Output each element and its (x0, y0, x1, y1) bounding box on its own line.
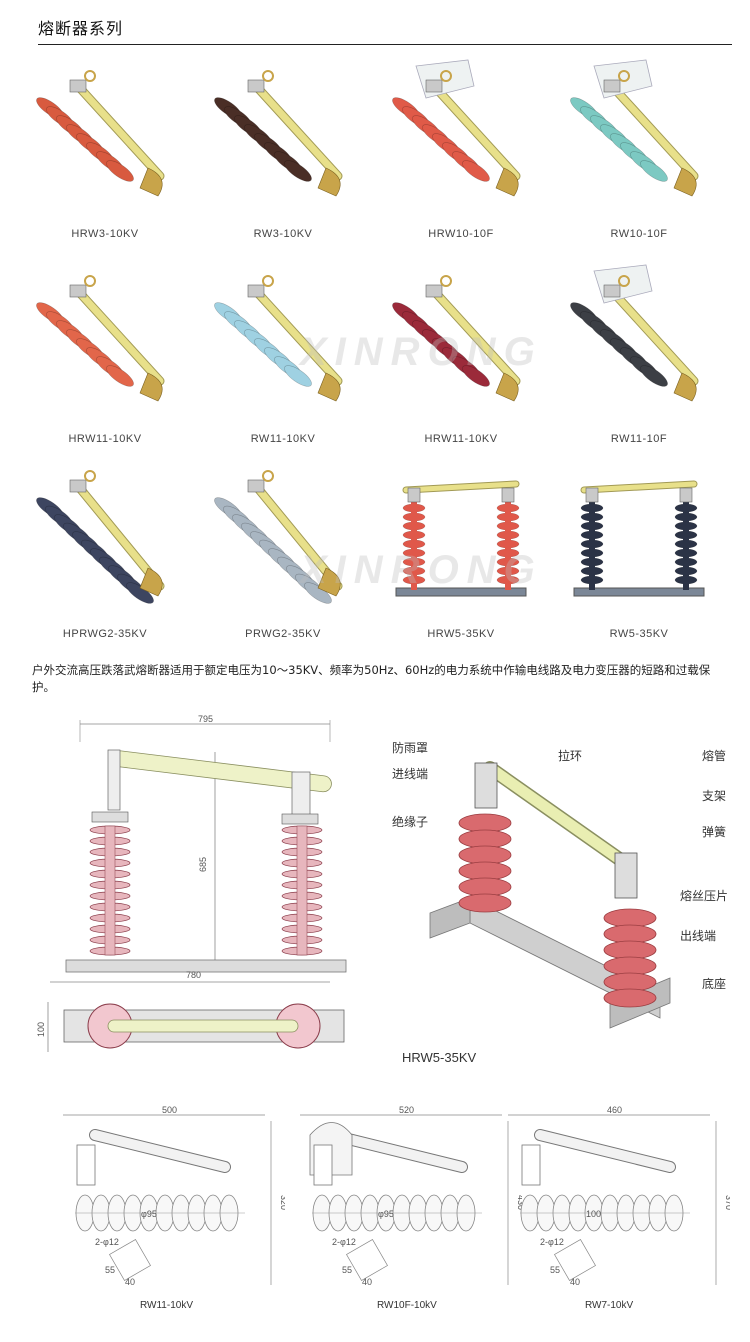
3d-insulator-right (603, 908, 657, 1008)
callout-label: 底座 (702, 976, 726, 991)
product-image (36, 275, 165, 402)
callout-label: 绝缘子 (392, 814, 428, 829)
watermark: XINRONG (300, 330, 543, 374)
product-image (214, 470, 343, 604)
page-title: 熔断器系列 (38, 19, 124, 38)
callout-label: 出线端 (680, 929, 716, 943)
dim-height: 370 (724, 1195, 730, 1210)
product-item[interactable]: RW11-10KV (198, 263, 368, 445)
drawing-model-label: RW7-10kV (585, 1300, 634, 1311)
page-header: 熔断器系列 (38, 18, 732, 45)
hrw5-dimension-drawing: 795 685 780 100 (36, 714, 347, 1052)
dim-spacing: 55 (550, 1265, 560, 1275)
dim-height: 430 (516, 1195, 522, 1210)
dim-spacing: 55 (342, 1265, 352, 1275)
product-label: HPRWG2-35KV (62, 628, 148, 640)
drawing-model-label: RW11-10kV (140, 1300, 193, 1311)
dim-spacing: 40 (125, 1277, 135, 1287)
product-label: RW3-10KV (253, 228, 313, 240)
dim-holes: 2-φ12 (332, 1237, 356, 1247)
dim-diameter: φ95 (141, 1209, 157, 1219)
product-label: HRW11-10KV (68, 433, 142, 445)
product-label: RW10-10F (610, 228, 668, 240)
insulator-right (281, 825, 323, 956)
dim-base: 780 (186, 970, 201, 980)
product-description: 户外交流高压跌落武熔断器适用于额定电压为10～35KV、频率为50Hz、60Hz… (32, 663, 711, 694)
callout-label: 进线端 (392, 767, 428, 781)
technical-drawing: 500 320 φ95 2-φ12 40 55 (63, 1105, 285, 1287)
dim-spacing: 40 (570, 1277, 580, 1287)
dim-holes: 2-φ12 (95, 1237, 119, 1247)
product-image (392, 59, 521, 197)
dim-height: 685 (198, 857, 208, 872)
product-item[interactable]: HRW11-10KV (376, 263, 546, 445)
product-label: HRW10-10F (428, 228, 494, 240)
product-image (214, 70, 343, 197)
product-item[interactable]: HRW10-10F (376, 58, 546, 240)
dim-width: 795 (198, 714, 213, 724)
product-item[interactable]: RW11-10F (554, 263, 724, 445)
dim-depth: 100 (36, 1022, 46, 1037)
product-item[interactable]: RW10-10F (554, 58, 724, 240)
product-image (392, 275, 521, 402)
3d-insulator-left (458, 813, 512, 913)
product-label: HRW5-35KV (427, 628, 495, 640)
product-item[interactable]: PRWG2-35KV (198, 458, 368, 640)
callout-label: 防雨罩 (392, 740, 428, 755)
dim-spacing: 40 (362, 1277, 372, 1287)
callout-label: 熔管 (702, 748, 726, 763)
product-item[interactable]: HRW3-10KV (20, 58, 190, 240)
dim-spacing: 55 (105, 1265, 115, 1275)
product-image (573, 480, 705, 597)
technical-drawing: 520 430 φ95 2-φ12 40 55 (300, 1105, 522, 1287)
technical-drawing: 460 370 100 2-φ12 40 55 (508, 1105, 730, 1287)
dim-diameter: φ95 (378, 1209, 394, 1219)
product-image (36, 70, 165, 197)
product-label: RW5-35KV (609, 628, 669, 640)
product-item[interactable]: RW3-10KV (198, 58, 368, 240)
product-label: PRWG2-35KV (245, 628, 321, 640)
product-image (395, 480, 527, 597)
callout-label: 熔丝压片 (680, 888, 728, 903)
product-item[interactable]: RW5-35KV (554, 458, 724, 640)
dim-width: 500 (162, 1105, 177, 1115)
product-label: RW11-10F (610, 433, 668, 445)
dim-holes: 2-φ12 (540, 1237, 564, 1247)
product-image (214, 275, 343, 402)
product-item[interactable]: HPRWG2-35KV (20, 458, 190, 640)
drawing-model-label: RW10F-10kV (377, 1300, 437, 1311)
product-label: HRW11-10KV (424, 433, 498, 445)
insulator-left (89, 825, 131, 956)
product-item[interactable]: HRW5-35KV (376, 458, 546, 640)
product-label: HRW3-10KV (71, 228, 139, 240)
hrw5-model-label: HRW5-35KV (402, 1050, 477, 1065)
callout-label: 支架 (702, 789, 726, 803)
dim-width: 460 (607, 1105, 622, 1115)
product-image (36, 470, 165, 604)
callout-label: 弹簧 (702, 824, 726, 839)
product-label: RW11-10KV (250, 433, 316, 445)
dim-width: 520 (399, 1105, 414, 1115)
dim-diameter: 100 (586, 1209, 601, 1219)
product-item[interactable]: HRW11-10KV (20, 263, 190, 445)
callout-label: 拉环 (558, 748, 582, 763)
product-image (570, 59, 699, 197)
dim-height: 320 (279, 1195, 285, 1210)
product-image (570, 264, 699, 402)
watermark: XINRONG (300, 548, 543, 592)
